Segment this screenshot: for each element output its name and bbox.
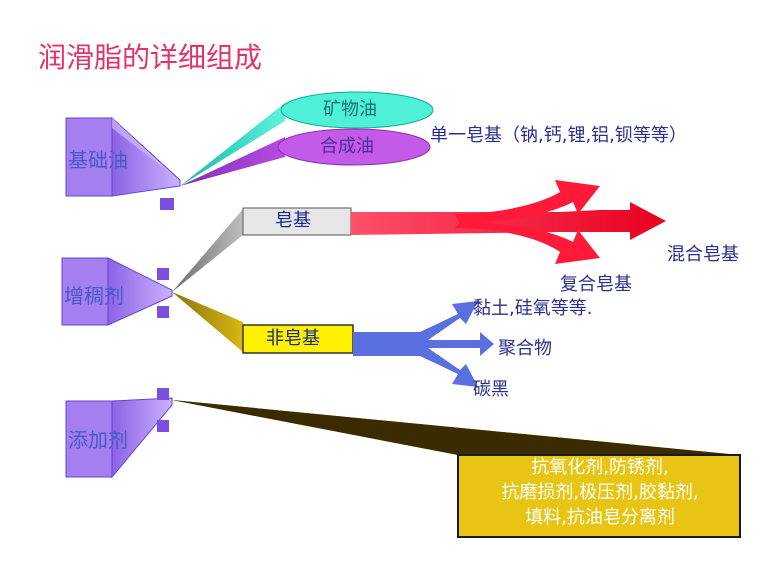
base-oil-label: 基础油 [68,148,128,172]
base-oil-branches [180,91,434,186]
polymer-label: 聚合物 [498,338,552,359]
non-soap-arrows [353,301,494,387]
soap-branch [172,207,352,292]
additive-block [65,388,173,479]
synthetic-oil-label: 合成油 [320,136,374,157]
additive-line-3: 填料,抗油皂分离剂 [525,507,675,528]
clay-label: 黏土,硅氧等等. [473,298,593,319]
additive-line-2: 抗磨损剂,极压剂,胶黏剂, [501,482,699,503]
mineral-oil-label: 矿物油 [323,99,377,120]
additive-box [457,454,741,538]
mineral-oil-ellipse [280,91,434,129]
soap-box [242,207,352,236]
page-title: 润滑脂的详细组成 [38,41,263,74]
additive-list: 抗氧化剂,防锈剂, 抗磨损剂,极压剂,胶黏剂, 填料,抗油皂分离剂 [462,455,738,530]
thickener-block [61,257,173,326]
complex-soap-label: 复合皂基 [560,274,632,295]
soap-label: 皂基 [275,210,311,231]
carbon-black-label: 碳黑 [473,379,509,400]
mixed-soap-label: 混合皂基 [667,244,739,265]
non-soap-branch [172,292,354,354]
single-soap-label: 单一皂基（钠,钙,锂,铝,钡等等） [430,125,687,146]
thickener-label: 增稠剂 [64,284,124,308]
additive-line-1: 抗氧化剂,防锈剂, [531,457,669,478]
synthetic-oil-ellipse [277,128,431,166]
additive-wedge [172,400,741,538]
soap-arrows [351,180,666,264]
non-soap-label: 非皂基 [266,328,320,349]
additive-label: 添加剂 [68,428,128,452]
base-oil-block [65,116,181,210]
